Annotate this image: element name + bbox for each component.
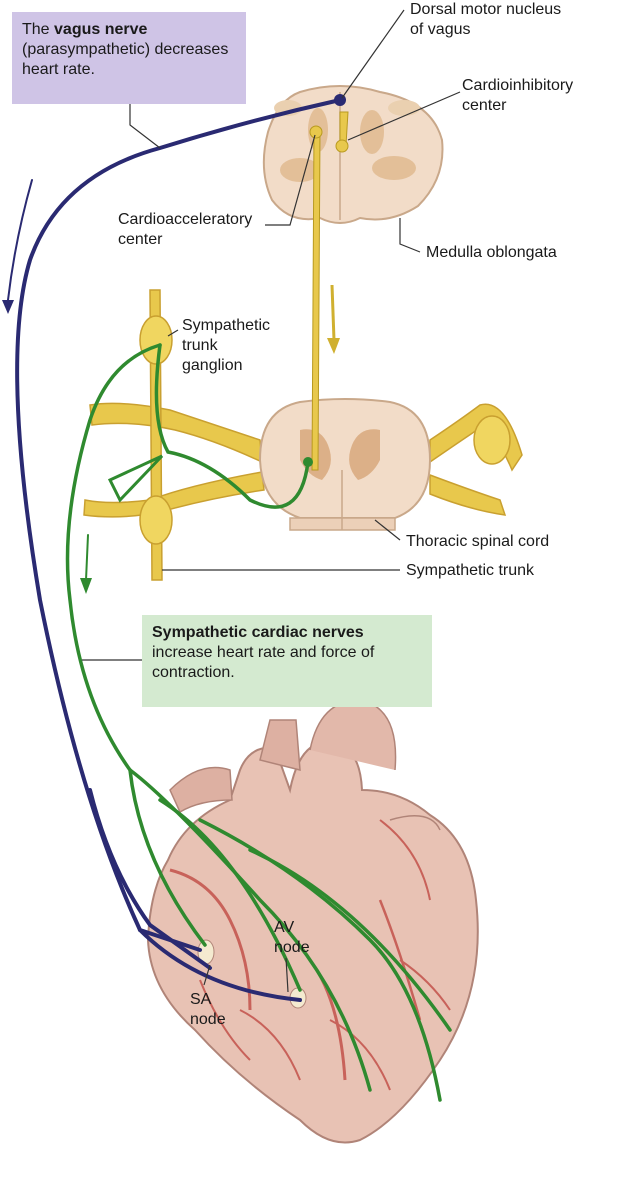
label-av-node: AV node: [274, 918, 310, 958]
medulla-oblongata: [262, 85, 444, 224]
label-sympathetic-trunk: Sympathetic trunk: [406, 562, 535, 579]
label-cardioacceleratory-line2: center: [118, 231, 163, 248]
label-thoracic-spinal-cord: Thoracic spinal cord: [406, 533, 550, 550]
vagus-callout-prefix: The: [22, 21, 55, 38]
vagus-nerve: [7, 98, 342, 1002]
vagus-direction-arrowhead: [2, 300, 14, 314]
label-cardioinhibitory-line1: Cardioinhibitory: [462, 77, 574, 94]
label-av-line1: AV: [274, 919, 295, 936]
label-sa-line1: SA: [190, 991, 212, 1008]
label-cardioinhibitory-center: Cardioinhibitory center: [462, 76, 573, 116]
heart: [146, 699, 479, 1144]
label-dorsal-motor-line2: of vagus: [410, 21, 471, 38]
vagus-nerve-callout: The vagus nerve (parasympathetic) decrea…: [12, 12, 246, 104]
sympathetic-cardiac-nerves-callout: Sympathetic cardiac nerves increase hear…: [142, 615, 432, 707]
sympathetic-callout-bold: Sympathetic cardiac nerves: [152, 624, 364, 641]
cardioacceleratory-synapse-dot: [303, 457, 313, 467]
sympathetic-cardiac-nerves: [65, 343, 452, 1102]
label-cardioacceleratory-center: Cardioacceleratory center: [118, 210, 252, 250]
label-cardioacceleratory-line1: Cardioacceleratory: [118, 211, 253, 228]
spinal-tract: [309, 111, 349, 471]
label-sympathetic-trunk-ganglion: Sympathetic trunk ganglion: [182, 316, 270, 376]
sympathetic-callout-text: increase heart rate and force of contrac…: [152, 644, 375, 681]
label-medulla-oblongata: Medulla oblongata: [426, 244, 557, 261]
label-trunk-ganglion-line3: ganglion: [182, 357, 243, 374]
label-sa-node: SA node: [190, 990, 226, 1030]
vagus-callout-bold: vagus nerve: [54, 21, 148, 38]
label-cardioinhibitory-line2: center: [462, 97, 507, 114]
leader-lines: [82, 9, 461, 993]
label-dorsal-motor-line1: Dorsal motor nucleus: [410, 1, 562, 18]
label-trunk-ganglion-line2: trunk: [182, 337, 218, 354]
label-trunk-ganglion-line1: Sympathetic: [182, 317, 271, 334]
sympathetic-trunk: [139, 289, 173, 581]
vagus-callout-text: (parasympathetic) decreases heart rate.: [22, 41, 229, 78]
label-dorsal-motor-nucleus: Dorsal motor nucleus of vagus: [410, 0, 561, 40]
label-av-line2: node: [274, 939, 310, 956]
label-sa-line2: node: [190, 1011, 226, 1028]
sympathetic-direction-arrowhead: [80, 578, 92, 594]
